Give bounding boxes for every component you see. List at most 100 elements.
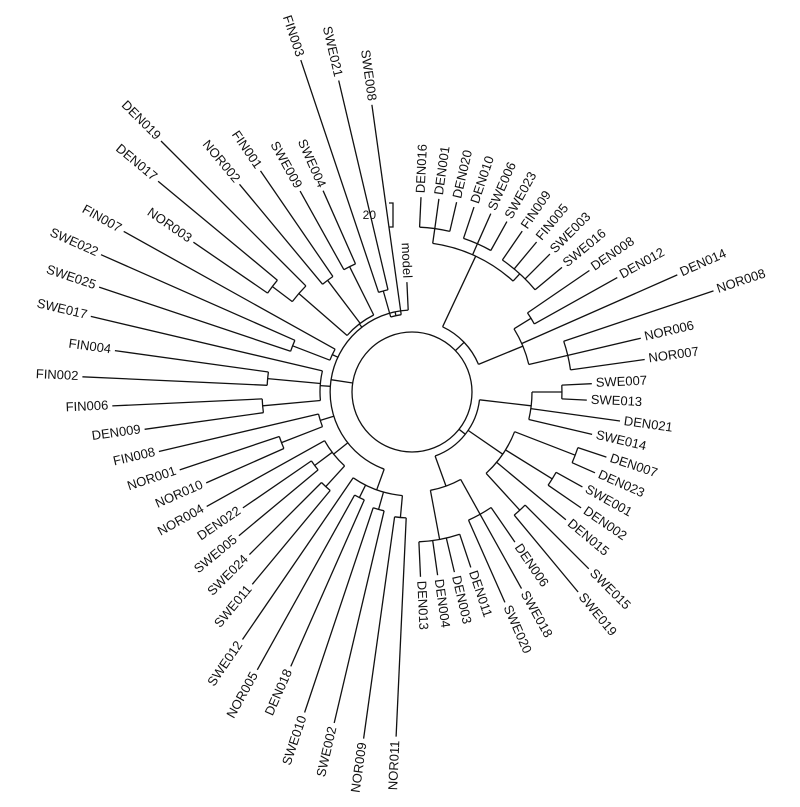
terminal-branch [144,412,264,430]
terminal-branch [490,507,516,543]
leaf-label: DEN017 [113,141,160,184]
internal-branch [434,455,447,487]
terminal-branch [534,266,563,291]
clade-arc [317,413,324,427]
terminal-branch [157,180,278,281]
internal-branch [514,431,576,456]
internal-branch [267,377,321,385]
internal-branch [479,399,532,407]
terminal-branch [238,469,319,537]
leaf-label: SWE002 [313,725,339,778]
internal-branch [467,429,504,455]
internal-branch [528,354,568,366]
terminal-branch [513,514,579,593]
terminal-branch [434,198,440,229]
internal-branch [485,472,521,511]
internal-branch [513,317,532,330]
internal-branch [512,273,521,282]
internal-branch [320,384,331,387]
internal-branch [478,345,524,366]
terminal-branch [467,519,506,603]
internal-branch [399,495,404,518]
terminal-branch [418,541,422,577]
internal-branch [432,228,436,244]
internal-branch [442,255,477,328]
terminal-branch [462,206,475,239]
terminal-branch [251,490,331,585]
internal-branch [271,285,293,303]
terminal-branch [333,510,385,724]
terminal-branch [259,170,334,277]
leaf-label: NOR011 [385,740,402,790]
terminal-branch [362,516,396,739]
terminal-branch [300,59,380,293]
terminal-branch [533,277,618,325]
clade-arc [528,391,533,420]
leaf-label: SWE013 [591,392,643,409]
terminal-branch [479,513,523,589]
scale-bar-line [389,202,394,228]
terminal-branch [158,413,319,453]
leaf-label: DEN019 [119,97,164,142]
leaf-label: SWE007 [595,373,647,390]
clade-arc [354,494,365,501]
clade-arc [378,289,389,294]
terminal-branch [114,349,269,373]
internal-branch [472,243,478,256]
terminal-branch [395,517,407,737]
internal-branch [262,399,321,407]
terminal-branch [547,484,582,509]
terminal-branch [242,460,312,509]
terminal-branch [206,440,325,507]
terminal-branch [239,183,324,285]
leaf-label: NOR008 [715,266,768,296]
leaf-label: FIN004 [68,336,112,357]
leaf-label: NOR005 [223,669,261,720]
terminal-branch [193,241,268,294]
leaf-label: NOR006 [643,317,696,343]
leaf-label: FIN007 [80,201,125,235]
internal-branch [458,428,466,435]
terminal-branch [179,435,280,471]
internal-branch [429,490,441,540]
terminal-branch [567,337,641,357]
terminal-branch [338,80,389,290]
terminal-branch [100,254,296,341]
leaf-label: FIN008 [112,444,157,468]
terminal-branch [418,197,422,228]
terminal-branch [112,398,263,407]
leaf-label: DEN001 [431,145,453,196]
terminal-branch [160,140,307,287]
terminal-branch [496,461,567,521]
terminal-branch [501,230,523,261]
leaf-label: SWE025 [45,261,98,292]
terminal-branch [82,376,268,386]
leaf-label: DEN013 [414,580,431,630]
terminal-branch [241,477,354,640]
internal-branch [292,345,331,361]
internal-branch [454,341,465,352]
internal-branch [281,426,323,444]
leaf-label: NOR003 [145,204,195,245]
terminal-branch [476,213,492,245]
terminal-branch [205,447,285,484]
clade-arc [442,326,480,365]
terminal-branch [577,446,607,458]
clade-arc [321,482,331,491]
leaf-label: SWE014 [595,427,648,453]
terminal-branch [524,504,590,570]
terminal-branch [561,398,587,401]
clade-arc [324,440,346,467]
clade-arc [278,436,285,449]
terminal-branch [98,286,291,352]
leaf-label: DEN014 [677,246,728,280]
terminal-branch [561,383,592,386]
internal-branch [327,279,361,324]
terminal-branch [555,471,583,488]
leaf-label: DEN021 [623,413,674,435]
internal-branch [358,484,367,498]
internal-branch [320,415,334,422]
leaf-label: NOR009 [348,741,370,793]
internal-branch [394,311,397,316]
